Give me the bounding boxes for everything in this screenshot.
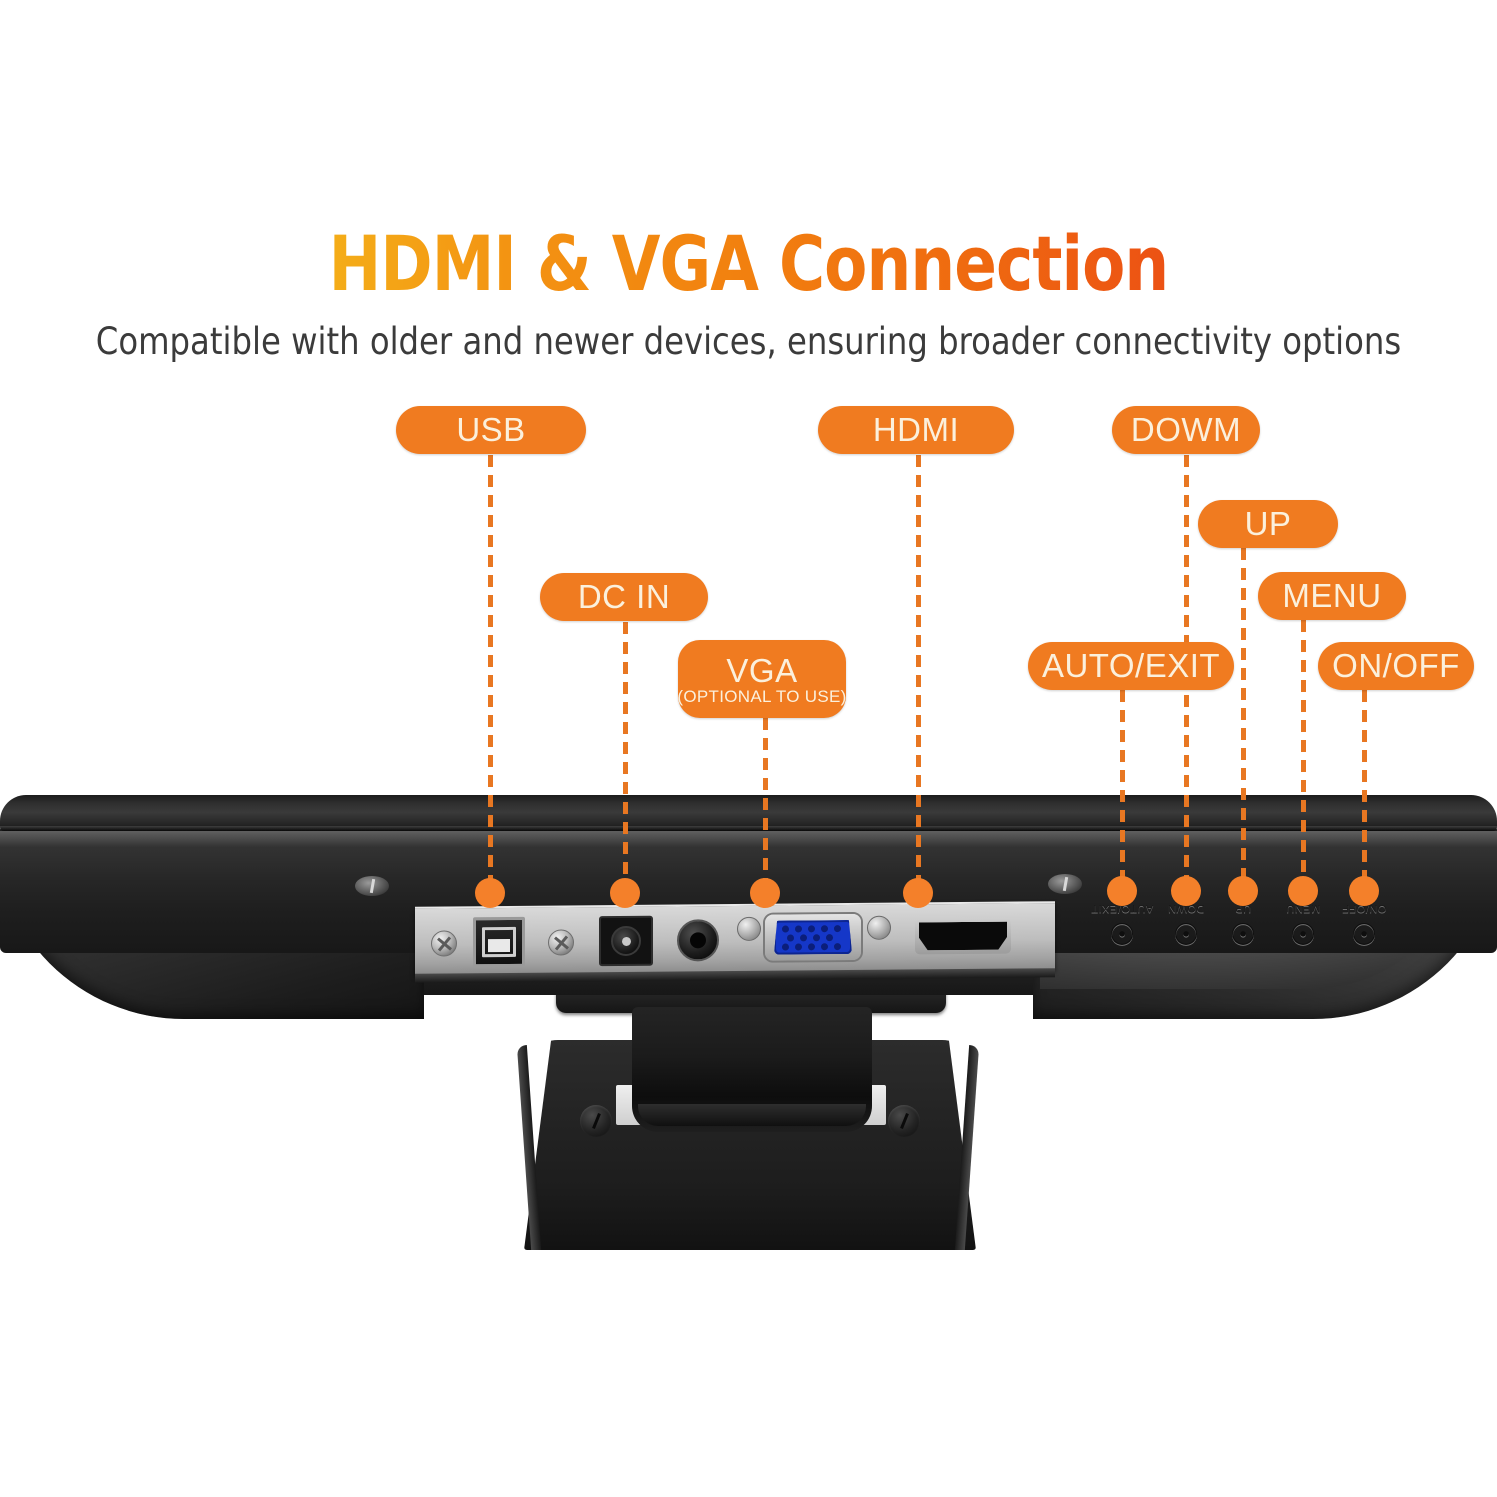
usb-b-port[interactable] <box>473 916 525 968</box>
callout-label-menu: MENU <box>1282 577 1382 614</box>
leader-dot-vga <box>750 878 780 908</box>
dc-in-jack[interactable] <box>599 915 653 967</box>
vga-screw-left <box>737 916 761 941</box>
callout-label-on-off: ON/OFF <box>1332 647 1460 684</box>
up-glyph-icon: ☉ <box>1229 915 1257 950</box>
callout-label-usb: USB <box>456 411 526 448</box>
callout-badge-up[interactable]: UP <box>1198 500 1338 548</box>
bezel-screw-recess-right <box>1048 874 1082 894</box>
leader-dot-usb <box>475 878 505 908</box>
onoff-glyph-icon: ☉ <box>1350 915 1378 950</box>
leader-dot-hdmi <box>903 878 933 908</box>
leader-dot-up <box>1228 876 1258 906</box>
vga-connector-shell <box>774 920 852 955</box>
callout-badge-on-off[interactable]: ON/OFF <box>1318 642 1474 690</box>
callout-label-hdmi: HDMI <box>872 411 960 448</box>
power-glyph-icon: ☉ <box>1108 915 1136 950</box>
callout-label-dc-in: DC IN <box>577 578 671 615</box>
page-title: HDMI & VGA Connection <box>60 222 1437 306</box>
leader-line-vga <box>763 718 768 895</box>
callout-badge-down[interactable]: DOWM <box>1112 406 1260 454</box>
callout-sublabel-vga: (OPTIONAL TO USE) <box>677 686 847 706</box>
monitor-body <box>0 795 1497 1019</box>
leader-line-hdmi <box>916 455 921 895</box>
callout-badge-dc-in[interactable]: DC IN <box>540 573 708 621</box>
panel-screw-1 <box>431 930 457 957</box>
callout-badge-usb[interactable]: USB <box>396 406 586 454</box>
leader-dot-auto-exit <box>1107 876 1137 906</box>
leader-line-dc-in <box>623 622 628 895</box>
leader-dot-on-off <box>1349 876 1379 906</box>
callout-label-auto-exit: AUTO/EXIT <box>1041 647 1221 684</box>
leader-dot-down <box>1171 876 1201 906</box>
monitor-screen-edge <box>0 795 1497 831</box>
vga-pins <box>774 920 852 955</box>
callout-badge-auto-exit[interactable]: AUTO/EXIT <box>1028 642 1234 690</box>
page-subtitle: Compatible with older and newer devices,… <box>95 320 1402 363</box>
vga-port[interactable] <box>765 913 861 961</box>
audio-jack[interactable] <box>677 919 719 962</box>
stand-screw-right <box>888 1105 920 1137</box>
monitor-bezel-highlight <box>0 831 1497 847</box>
menu-glyph-icon: ☉ <box>1289 915 1317 950</box>
hdmi-connector-opening <box>919 922 1007 951</box>
monitor-stand <box>0 985 1497 1285</box>
vga-screw-right <box>867 915 891 940</box>
callout-badge-hdmi[interactable]: HDMI <box>818 406 1014 454</box>
callout-label-down: DOWM <box>1130 411 1242 448</box>
leader-line-usb <box>488 455 493 895</box>
callout-label-up: UP <box>1244 505 1292 542</box>
panel-screw-2 <box>548 929 574 956</box>
leader-line-auto-exit <box>1120 690 1125 892</box>
leader-line-on-off <box>1362 690 1367 892</box>
down-glyph-icon: ☉ <box>1172 915 1200 950</box>
leader-line-up <box>1241 548 1246 892</box>
leader-line-menu <box>1301 620 1306 892</box>
io-panel <box>415 901 1055 975</box>
callout-badge-vga[interactable]: VGA (OPTIONAL TO USE) <box>677 640 847 718</box>
bezel-screw-recess-left <box>355 876 389 896</box>
leader-dot-dc-in <box>610 878 640 908</box>
callout-badge-menu[interactable]: MENU <box>1258 572 1406 620</box>
hdmi-port[interactable] <box>915 917 1011 955</box>
control-button-on-off[interactable]: ON/OFF ☉ <box>1338 902 1390 950</box>
leader-dot-menu <box>1288 876 1318 906</box>
callout-label-vga: VGA <box>726 651 798 689</box>
stand-hinge <box>632 1007 872 1132</box>
stand-screw-left <box>580 1105 612 1137</box>
